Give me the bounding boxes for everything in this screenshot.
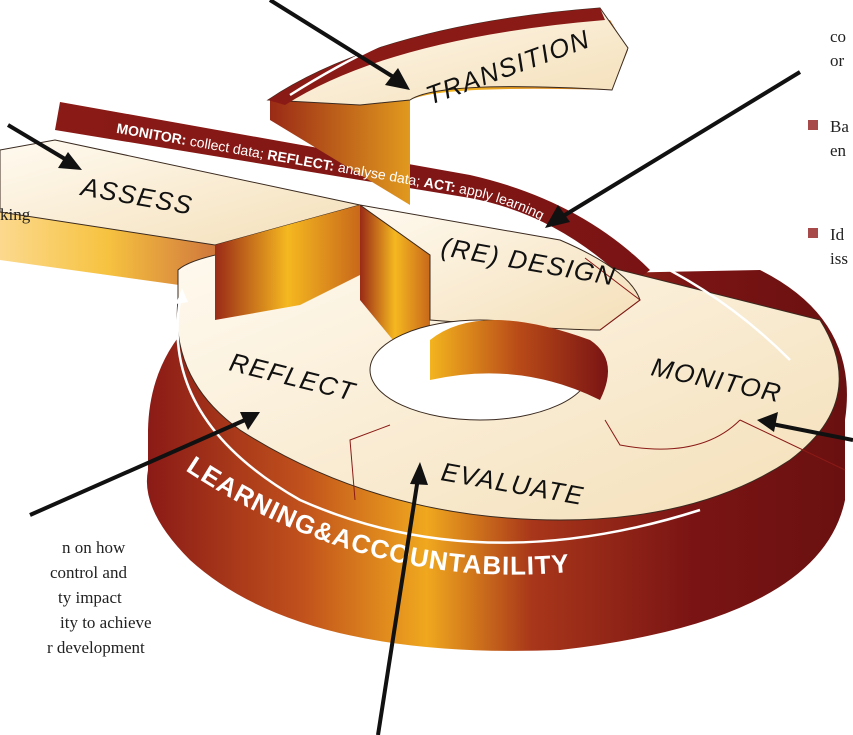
segment-divider: [584, 257, 641, 331]
pointer-arrowhead-transition: [385, 68, 410, 90]
band-act-key: ACT:: [423, 174, 457, 195]
monitor-reflect-act-band: [55, 102, 650, 285]
note-bullet2-line2: iss: [830, 249, 848, 268]
pointer-arrow-reflect: [29, 418, 246, 517]
segment-divider: [604, 419, 741, 450]
transition-arrow-line: [289, 16, 456, 97]
pointer-arrow-transition: [268, 0, 397, 80]
note-bottom-left-line1: n on how: [62, 538, 126, 557]
pointer-arrowhead-reflect: [240, 412, 260, 430]
note-left-fragment: king: [0, 205, 31, 224]
note-bullet2-line1: Id: [830, 225, 845, 244]
band-arrow-line: [631, 250, 791, 361]
bullet-marker: [808, 120, 818, 130]
segment-divider: [349, 424, 391, 501]
bullet-marker: [808, 228, 818, 238]
note-top-right-line1: co: [830, 27, 846, 46]
redesign-block-wall: [215, 205, 360, 320]
note-bullet1-line2: en: [830, 141, 847, 160]
pointer-arrow-evaluate: [376, 477, 420, 735]
pointer-arrowhead-evaluate: [410, 462, 428, 485]
pointer-arrow-monitor: [771, 422, 853, 442]
assess-surface: [0, 139, 361, 246]
pointer-arrow-redesign: [558, 70, 802, 220]
pointer-arrow-assess: [6, 123, 72, 164]
pointer-arrows: [6, 0, 853, 735]
note-top-right-line2: or: [830, 51, 845, 70]
note-bottom-left-line3: ty impact: [58, 588, 122, 607]
pointer-arrowhead-monitor: [757, 412, 778, 432]
pointer-arrowhead-assess: [58, 152, 82, 170]
segment-divider: [739, 419, 846, 471]
pointer-arrowhead-redesign: [545, 205, 570, 228]
note-bottom-left-line2: control and: [50, 563, 127, 582]
note-bullet1-line1: Ba: [830, 117, 849, 136]
transition-arm-rim: [268, 8, 605, 105]
center-hole-inner-wall: [430, 320, 608, 400]
note-bottom-left-line4: ity to achieve: [60, 613, 152, 632]
cycle-arrow-head: [176, 288, 188, 304]
cycle-arrow-line: [176, 299, 701, 544]
note-bottom-left-line5: r development: [47, 638, 145, 657]
transition-arrow-head: [443, 17, 455, 26]
